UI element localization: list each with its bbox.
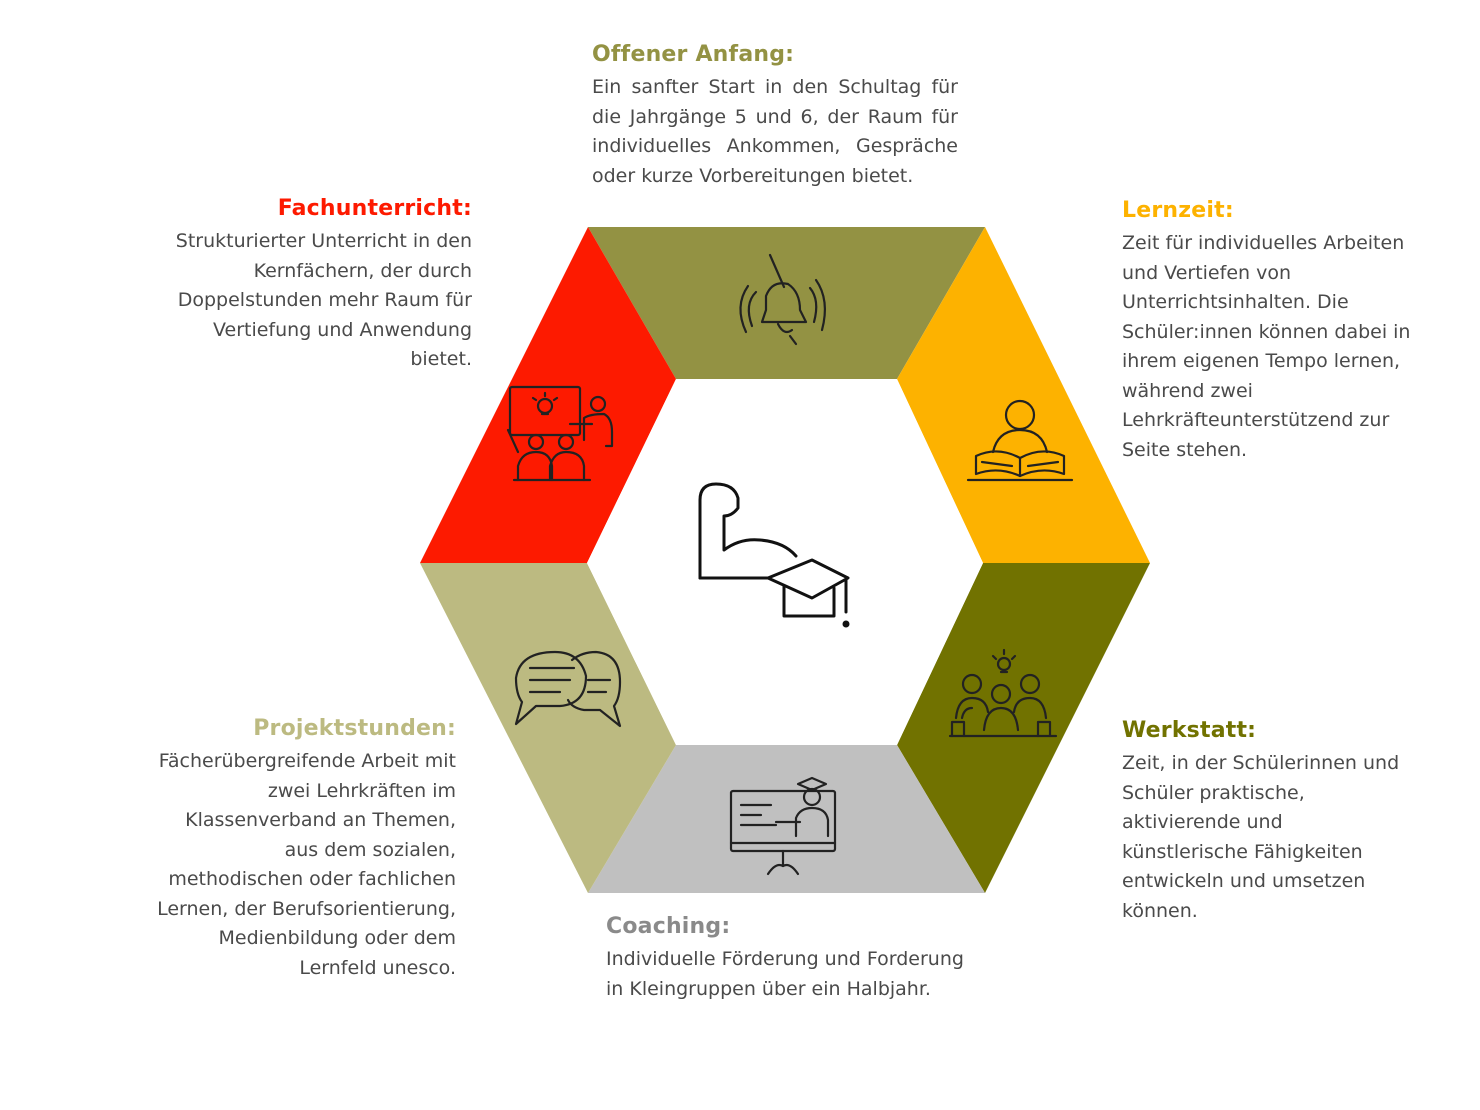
- section-coaching: Coaching: Individuelle Förderung und For…: [606, 914, 984, 1004]
- online-teacher-icon: [729, 776, 837, 876]
- text-fachunterricht: Strukturierter Unterricht in den Kernfäc…: [175, 230, 472, 370]
- segment-projektstunden: [420, 563, 676, 893]
- bell-icon: [739, 253, 827, 346]
- reader-book-icon: [966, 399, 1074, 482]
- segment-werkstatt: [897, 563, 1150, 893]
- center-area: [587, 379, 983, 745]
- title-coaching: Coaching:: [606, 914, 731, 939]
- text-coaching: Individuelle Förderung und Forderung in …: [606, 948, 964, 1000]
- segment-fachunterricht: [420, 227, 676, 563]
- group-idea-icon: [948, 648, 1058, 738]
- title-werkstatt: Werkstatt:: [1122, 718, 1257, 743]
- title-offener-anfang: Offener Anfang:: [592, 42, 795, 67]
- classroom-icon: [506, 385, 614, 482]
- section-werkstatt: Werkstatt: Zeit, in der Schülerinnen und…: [1122, 718, 1412, 926]
- segment-lernzeit: [897, 227, 1150, 563]
- text-werkstatt: Zeit, in der Schülerinnen und Schüler pr…: [1122, 752, 1400, 922]
- speech-bubbles-icon: [514, 650, 622, 728]
- section-offener-anfang: Offener Anfang: Ein sanfter Start in den…: [592, 42, 958, 191]
- segment-offener-anfang: [588, 227, 985, 379]
- title-fachunterricht: Fachunterricht:: [277, 196, 472, 221]
- segment-coaching: [588, 745, 985, 893]
- title-projektstunden: Projektstunden:: [253, 716, 456, 741]
- section-projektstunden: Projektstunden: Fächerübergreifende Arbe…: [150, 716, 456, 983]
- text-lernzeit: Zeit für individuelles Arbeiten und Vert…: [1122, 232, 1411, 461]
- text-projektstunden: Fächerübergreifende Arbeit mit zwei Lehr…: [157, 750, 456, 979]
- title-lernzeit: Lernzeit:: [1122, 198, 1234, 223]
- text-offener-anfang: Ein sanfter Start in den Schultag für di…: [592, 76, 958, 187]
- section-fachunterricht: Fachunterricht: Strukturierter Unterrich…: [170, 196, 472, 375]
- strong-arm-graduation-cap-icon: [698, 482, 850, 628]
- section-lernzeit: Lernzeit: Zeit für individuelles Arbeite…: [1122, 198, 1418, 465]
